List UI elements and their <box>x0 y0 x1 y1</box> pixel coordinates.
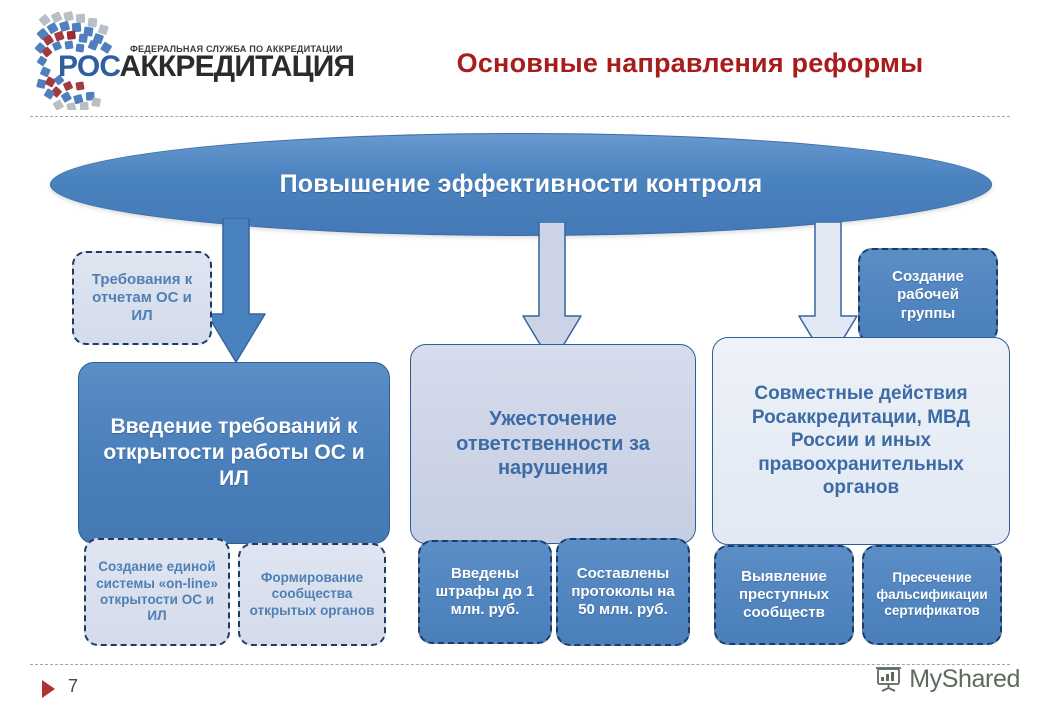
callout-reports-requirements[interactable]: Требования к отчетам ОС и ИЛ <box>72 251 212 345</box>
arrow-down-left-icon <box>206 218 266 363</box>
logo-wordmark: РОСАККРЕДИТАЦИЯ <box>58 50 355 83</box>
callout-fines-label: Введены штрафы до 1 млн. руб. <box>435 564 535 619</box>
page-title: Основные направления реформы <box>456 48 924 78</box>
callout-work-group[interactable]: Создание рабочей группы <box>858 248 998 343</box>
logo-word-primary: РОС <box>58 50 120 83</box>
callout-open-community-label: Формирование сообщества открытых органов <box>249 569 375 618</box>
callout-stop-falsification[interactable]: Пресечение фальсификации сертификатов <box>862 545 1002 645</box>
callout-work-group-label: Создание рабочей группы <box>892 268 964 322</box>
myshared-presentation-icon <box>876 667 902 692</box>
callout-detect-criminal-groups-label: Выявление преступных сообществ <box>738 567 830 622</box>
callout-detect-criminal-groups[interactable]: Выявление преступных сообществ <box>714 545 854 645</box>
page-number: 7 <box>68 676 79 696</box>
callout-protocols[interactable]: Составлены протоколы на 50 млн. руб. <box>556 538 690 646</box>
callout-open-community[interactable]: Формирование сообщества открытых органов <box>238 543 386 646</box>
myshared-watermark-label: MyShared <box>909 664 1020 693</box>
callout-stop-falsification-label: Пресечение фальсификации сертификатов <box>876 570 988 619</box>
callout-protocols-label: Составлены протоколы на 50 млн. руб. <box>571 564 675 619</box>
pillar-responsibility[interactable]: Ужесточение ответственности за нарушения <box>410 344 696 544</box>
callout-online-system[interactable]: Создание единой системы «on-line» открыт… <box>84 538 230 646</box>
main-goal-ellipse: Повышение эффективности контроля <box>50 133 992 236</box>
myshared-watermark: MyShared <box>874 664 1020 694</box>
rosakkreditatsiya-spiral-logo-icon <box>34 11 112 110</box>
logo-subtitle: ФЕДЕРАЛЬНАЯ СЛУЖБА ПО АККРЕДИТАЦИИ <box>130 44 343 55</box>
pillar-openness[interactable]: Введение требований к открытости работы … <box>78 362 390 544</box>
main-goal-label: Повышение эффективности контроля <box>279 170 763 198</box>
logo-word-secondary: АККРЕДИТАЦИЯ <box>119 50 355 83</box>
pillar-openness-label: Введение требований к открытости работы … <box>103 414 365 491</box>
footer-divider <box>30 664 1010 665</box>
pillar-responsibility-label: Ужесточение ответственности за нарушения <box>456 407 650 480</box>
pillar-joint-actions[interactable]: Совместные действия Росаккредитации, МВД… <box>712 337 1010 545</box>
pillar-joint-actions-label: Совместные действия Росаккредитации, МВД… <box>751 383 971 499</box>
callout-online-system-label: Создание единой системы «on-line» открыт… <box>96 559 218 624</box>
play-triangle-icon <box>42 680 55 698</box>
organization-logo: ФЕДЕРАЛЬНАЯ СЛУЖБА ПО АККРЕДИТАЦИИ РОСАК… <box>18 8 355 112</box>
callout-fines[interactable]: Введены штрафы до 1 млн. руб. <box>418 540 552 644</box>
header-divider <box>30 116 1010 117</box>
arrow-down-middle-icon <box>522 222 582 365</box>
callout-reports-requirements-label: Требования к отчетам ОС и ИЛ <box>91 270 193 325</box>
